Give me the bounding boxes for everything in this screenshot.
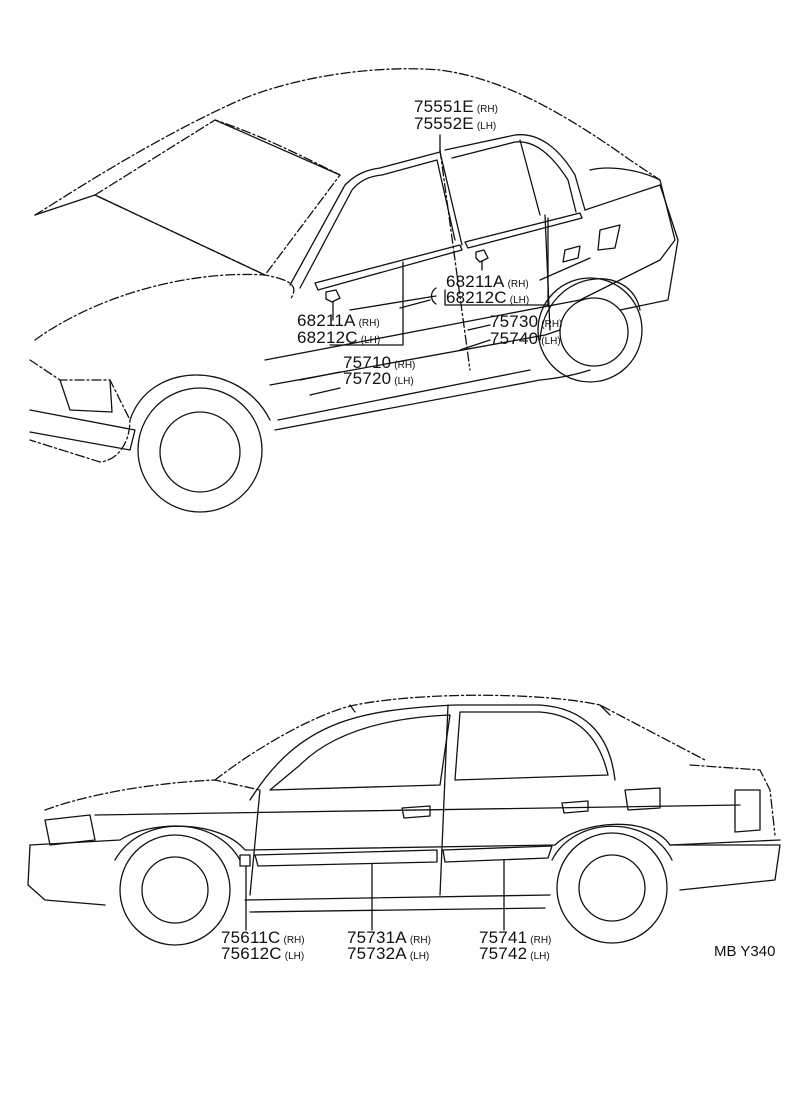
callout-68212c-front: 68212C(LH) <box>297 328 381 349</box>
callout-75710: 75710(RH) <box>343 353 416 374</box>
roofline <box>214 694 706 781</box>
rear-window <box>454 711 609 781</box>
rear-wheel <box>556 832 668 944</box>
callout-75720: 75720(LH) <box>343 369 414 390</box>
side-indicator: (RH) <box>541 319 563 330</box>
car-side-view <box>27 694 781 946</box>
car-three-quarter-view <box>29 68 679 513</box>
rocker <box>244 894 551 901</box>
front-handle <box>401 805 431 819</box>
callout-75731a: 75731A(RH) <box>347 928 431 949</box>
part-number: 75710 <box>343 353 392 372</box>
front-belt-moulding <box>314 244 463 291</box>
beltline <box>94 804 741 816</box>
callout-75552e: 75552E(LH) <box>414 114 497 135</box>
side-indicator: (RH) <box>409 935 431 946</box>
body-side <box>264 167 676 361</box>
front-wheel <box>119 834 231 946</box>
part-number: 75731A <box>347 928 407 947</box>
front-bumper <box>29 359 131 463</box>
clip-rear <box>475 249 489 263</box>
side-indicator: (RH) <box>358 318 380 329</box>
side-indicator: (LH) <box>509 295 530 306</box>
part-number: 68212C <box>297 328 358 347</box>
callout-75611c: 75611C(RH) <box>221 928 305 949</box>
side-indicator: (LH) <box>409 951 430 962</box>
side-indicator: (LH) <box>530 951 550 962</box>
rear-bumper <box>669 844 781 891</box>
side-indicator: (LH) <box>284 951 305 962</box>
side-indicator: (LH) <box>541 336 561 347</box>
side-indicator: (RH) <box>530 935 552 946</box>
clip-front <box>325 289 341 303</box>
part-number: 68211A <box>297 311 356 330</box>
front-bumper <box>27 844 106 906</box>
side-indicator: (RH) <box>507 279 529 290</box>
side-indicator: (LH) <box>394 376 414 387</box>
roof-outline <box>34 68 661 216</box>
callout-75732a: 75732A(LH) <box>347 944 430 965</box>
part-number: 75720 <box>343 369 392 388</box>
part-number: 75730 <box>490 312 539 331</box>
part-number: 75612C <box>221 944 282 963</box>
callout-75612c: 75612C(LH) <box>221 944 305 965</box>
side-indicator: (RH) <box>476 104 498 115</box>
part-number: 75742 <box>479 944 528 963</box>
front-door-moulding <box>254 849 438 867</box>
part-number: 68212C <box>446 288 507 307</box>
windshield-outline <box>94 119 341 276</box>
figure-code: MB Y340 <box>714 943 776 960</box>
front-door-handle <box>399 299 431 309</box>
callout-75740: 75740(LH) <box>490 329 561 350</box>
front-window-frame <box>289 151 463 286</box>
callout-75742: 75742(LH) <box>479 944 550 965</box>
trunk-line <box>689 764 776 836</box>
part-number: 68211A <box>446 272 505 291</box>
headlight <box>59 379 113 413</box>
part-number: 75740 <box>490 329 539 348</box>
mudflap <box>239 854 251 867</box>
callout-68211a-rear: 68211A(RH) <box>446 272 529 293</box>
callout-75730: 75730(RH) <box>490 312 563 333</box>
rear-belt-moulding <box>464 212 583 249</box>
front-window <box>269 714 451 791</box>
rear-door-handle <box>562 245 581 263</box>
callout-68212c-rear: 68212C(LH) <box>446 288 530 309</box>
callout-75551e: 75551E(RH) <box>414 97 498 118</box>
part-number: 75732A <box>347 944 407 963</box>
rear-window-frame <box>444 134 586 211</box>
trunk-outline <box>584 184 679 311</box>
part-number: 75741 <box>479 928 528 947</box>
side-indicator: (RH) <box>394 360 416 371</box>
rear-door-moulding <box>442 845 553 863</box>
side-indicator: (LH) <box>360 335 381 346</box>
rear-handle <box>561 800 589 814</box>
rear-wheel <box>537 277 643 383</box>
hood-line <box>44 779 261 811</box>
side-indicator: (LH) <box>476 121 497 132</box>
hood-outline <box>34 273 295 341</box>
part-number: 75611C <box>221 928 281 947</box>
front-wheel <box>137 387 263 513</box>
callout-68211a-front: 68211A(RH) <box>297 311 380 332</box>
part-number: 75551E <box>414 97 474 116</box>
callout-75741: 75741(RH) <box>479 928 552 949</box>
part-number: 75552E <box>414 114 474 133</box>
rocker-panel <box>274 369 591 431</box>
side-indicator: (RH) <box>283 935 305 946</box>
